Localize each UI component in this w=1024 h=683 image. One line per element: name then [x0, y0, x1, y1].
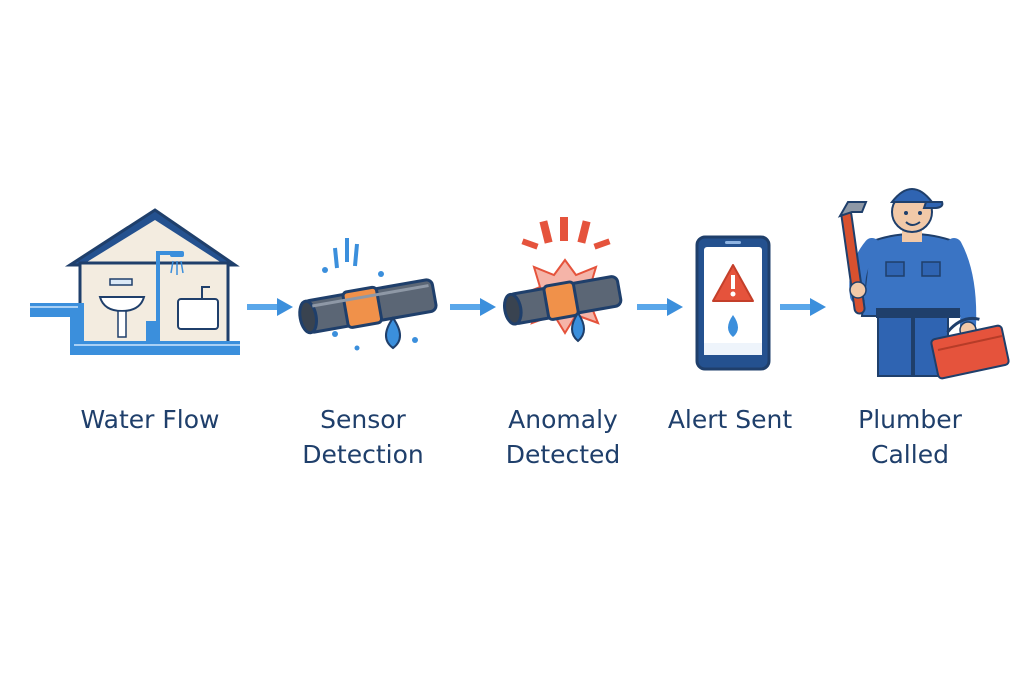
step-label-anomaly-detected: Anomaly Detected [505, 405, 621, 469]
house-plumbing-icon [30, 208, 240, 355]
step-label-alert-sent: Alert Sent [667, 405, 793, 434]
leaking-pipe-sensor-icon [298, 238, 438, 351]
flow-arrow-4 [780, 298, 826, 316]
step-label-water-flow: Water Flow [80, 405, 220, 434]
phone-alert-icon [695, 235, 771, 371]
flow-arrow-1 [247, 298, 293, 316]
plumber-icon [837, 188, 1010, 380]
step-label-plumber-called: Plumber Called [858, 405, 962, 469]
flow-arrow-2 [450, 298, 496, 316]
pipe-burst-alert-icon [503, 217, 623, 343]
flow-arrow-3 [637, 298, 683, 316]
step-label-sensor-detection: Sensor Detection [302, 405, 424, 469]
